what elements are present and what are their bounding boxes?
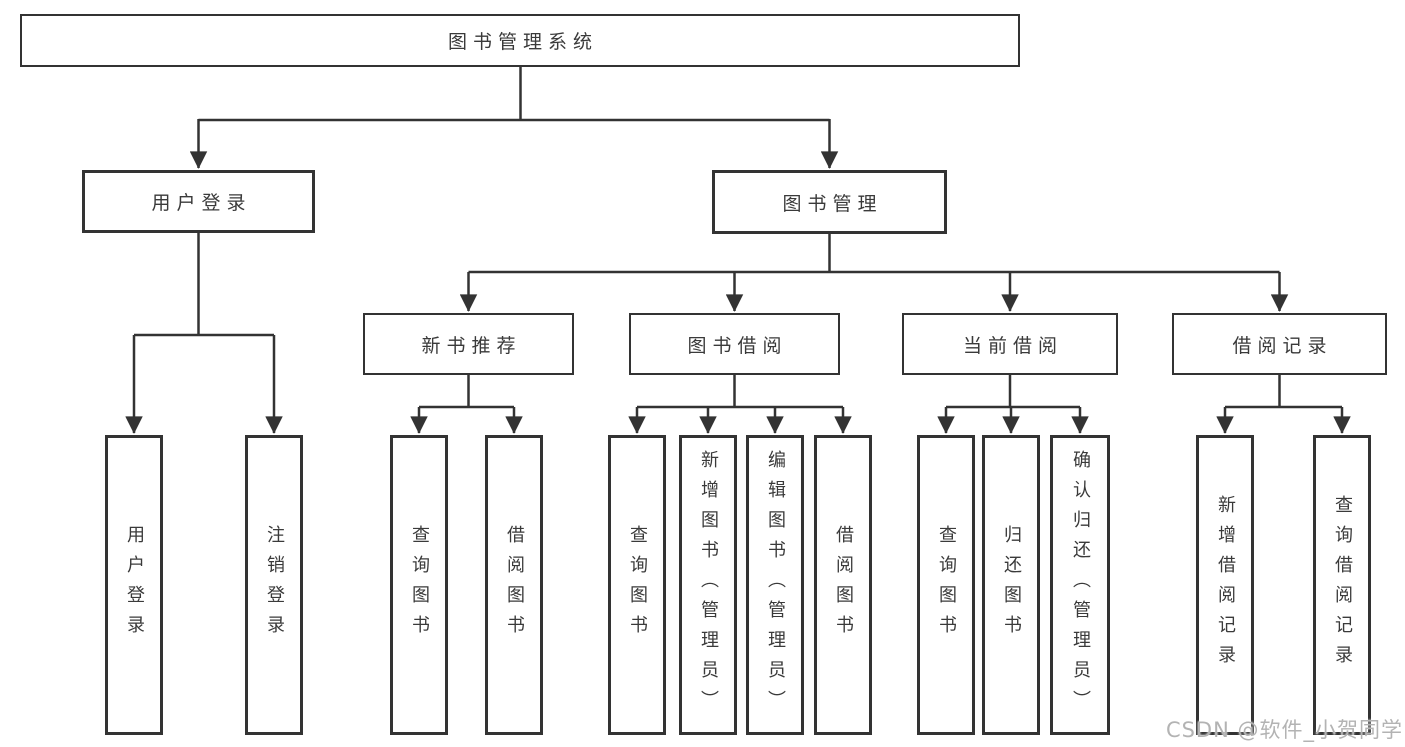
leaf-return-books: 归还图书 xyxy=(982,435,1040,735)
leaf-query-books: 查询图书 xyxy=(390,435,448,735)
connector-new-book-trunk xyxy=(419,375,514,409)
leaf-borrow-books: 借阅图书 xyxy=(485,435,543,735)
node-label: 查询图书 xyxy=(409,525,430,645)
node-label: 新增图书（管理员） xyxy=(698,450,719,720)
leaf-borrow-books: 借阅图书 xyxy=(814,435,872,735)
leaf-edit-books-admin: 编辑图书（管理员） xyxy=(746,435,804,735)
leaf-user-login: 用户登录 xyxy=(105,435,163,735)
leaf-add-borrow-record: 新增借阅记录 xyxy=(1196,435,1254,735)
node-user-login: 用户登录 xyxy=(82,170,315,233)
leaf-logout: 注销登录 xyxy=(245,435,303,735)
node-label: 确认归还（管理员） xyxy=(1070,450,1091,720)
node-label: 注销登录 xyxy=(264,525,285,645)
node-current-borrowing: 当前借阅 xyxy=(902,313,1118,375)
connector-records-trunk xyxy=(1225,375,1342,409)
node-label: 归还图书 xyxy=(1001,525,1022,645)
leaf-query-books: 查询图书 xyxy=(608,435,666,735)
node-book-management: 图书管理 xyxy=(712,170,947,234)
node-label: 查询借阅记录 xyxy=(1332,495,1353,675)
leaf-query-books: 查询图书 xyxy=(917,435,975,735)
connector-book-mgmt-trunk xyxy=(468,234,1280,274)
node-root-system: 图书管理系统 xyxy=(20,14,1020,67)
leaf-add-books-admin: 新增图书（管理员） xyxy=(679,435,737,735)
node-new-book-recommendation: 新书推荐 xyxy=(363,313,574,375)
node-label: 用户登录 xyxy=(124,525,145,645)
node-borrowing-records: 借阅记录 xyxy=(1172,313,1387,375)
node-label: 新增借阅记录 xyxy=(1215,495,1236,675)
connector-root-trunk xyxy=(198,66,830,122)
node-label: 编辑图书（管理员） xyxy=(765,450,786,720)
node-book-borrowing: 图书借阅 xyxy=(629,313,840,375)
node-label: 借阅图书 xyxy=(833,525,854,645)
leaf-query-borrow-record: 查询借阅记录 xyxy=(1313,435,1371,735)
connector-current-trunk xyxy=(946,375,1080,409)
connector-borrow-trunk xyxy=(637,375,843,409)
node-label: 查询图书 xyxy=(936,525,957,645)
csdn-watermark: CSDN @软件_小贺同学 xyxy=(1165,718,1403,742)
node-label: 借阅图书 xyxy=(504,525,525,645)
connector-user-login-trunk xyxy=(134,233,274,337)
node-label: 查询图书 xyxy=(627,525,648,645)
leaf-confirm-return-admin: 确认归还（管理员） xyxy=(1050,435,1110,735)
